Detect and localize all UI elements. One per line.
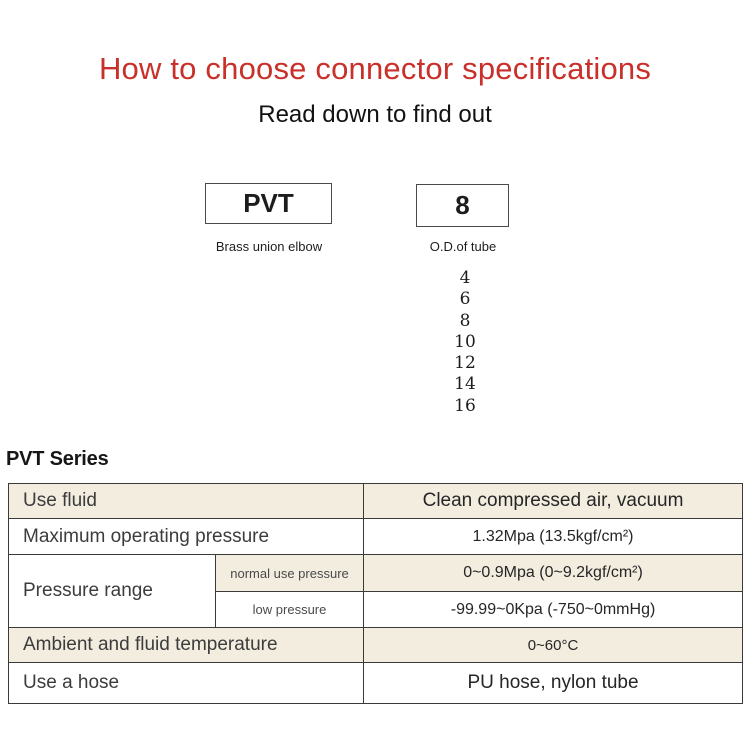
table-row-max-pressure: Maximum operating pressure 1.32Mpa (13.5… [7,518,744,555]
hose-label: Use a hose [7,662,365,704]
temperature-value: 0~60°C [363,627,744,663]
low-pressure-value: -99.99~0Kpa (-750~0mmHg) [363,591,744,628]
model-code-box: PVT [205,183,332,224]
tube-size-option: 4 [459,268,471,288]
pressure-range-label: Pressure range [8,554,216,628]
table-row-pressure-low: low pressure -99.99~0Kpa (-750~0mmHg) [9,591,744,628]
tube-size-code-box: 8 [416,184,509,227]
use-fluid-label: Use fluid [7,483,365,519]
tube-size-option: 16 [454,395,476,416]
tube-size-option: 8 [459,310,471,331]
max-pressure-label: Maximum operating pressure [7,518,365,555]
table-row-use-fluid: Use fluid Clean compressed air, vacuum [7,483,744,519]
normal-pressure-value: 0~0.9Mpa (0~9.2kgf/cm²) [363,554,744,592]
table-row-temperature: Ambient and fluid temperature 0~60°C [7,627,744,663]
tube-size-option: 12 [454,353,476,374]
spec-table: Use fluid Clean compressed air, vacuum M… [7,483,744,704]
size-box-caption: O.D.of tube [429,239,497,254]
model-box-caption: Brass union elbow [215,239,323,254]
tube-size-option: 10 [454,331,476,352]
tube-size-code-text: 8 [455,190,470,220]
tube-size-option: 6 [459,289,471,310]
table-row-pressure-normal: Pressure range normal use pressure 0~0.9… [8,554,744,628]
temperature-label: Ambient and fluid temperature [7,627,365,663]
table-row-hose: Use a hose PU hose, nylon tube [7,662,744,704]
normal-pressure-label: normal use pressure [214,554,365,592]
max-pressure-value: 1.32Mpa (13.5kgf/cm²) [363,518,744,555]
tube-size-option: 14 [454,374,476,395]
model-code-text: PVT [243,188,294,218]
page-title: How to choose connector specifications [98,51,652,86]
tube-size-list: 4 6 8 10 12 14 16 [365,268,565,417]
series-heading: PVT Series [6,448,109,470]
use-fluid-value: Clean compressed air, vacuum [363,483,744,519]
hose-value: PU hose, nylon tube [363,662,744,704]
page-subtitle: Read down to find out [258,101,492,128]
low-pressure-label: low pressure [214,591,365,628]
